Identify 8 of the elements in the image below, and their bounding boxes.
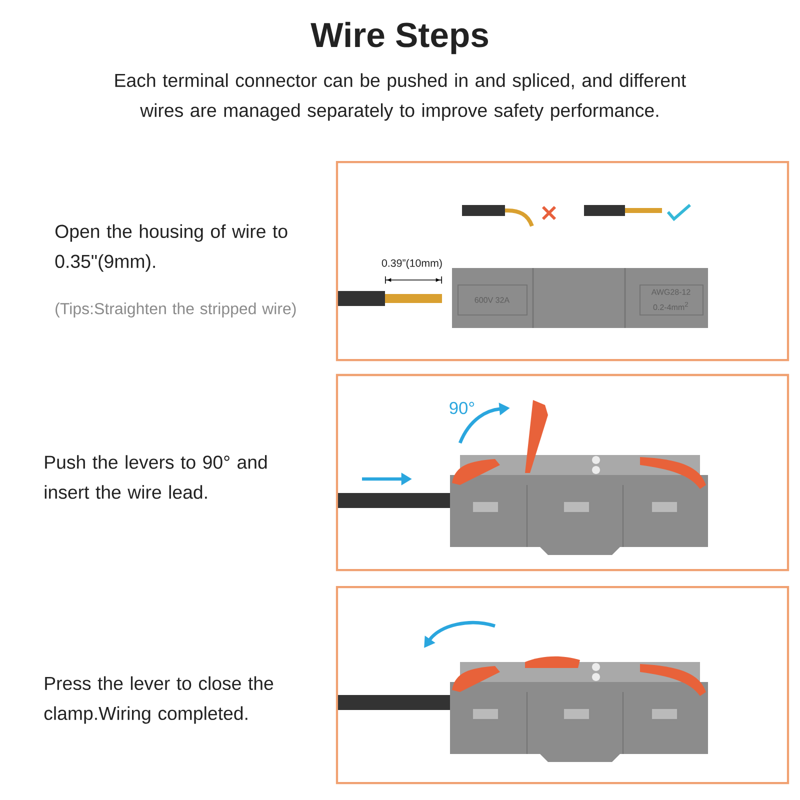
angle-label: 90° <box>450 402 474 414</box>
step-text: Press the lever to close the clamp.Wiring completed. <box>44 676 274 724</box>
tip-text: (Tips:Straighten the stripped wire) <box>56 302 296 318</box>
step-text: Push the levers to 90° and insert the wire lead. <box>44 455 267 499</box>
title: Wire Steps <box>310 22 488 54</box>
dimension-label: 0.39”(10mm) <box>382 259 442 269</box>
step-text: Open the housing of wire to 0.35"(9mm). <box>55 224 288 272</box>
subtitle: Each terminal connector can be pushed in and spliced, and different wires are managed separately to improve safety performance. <box>115 73 686 121</box>
